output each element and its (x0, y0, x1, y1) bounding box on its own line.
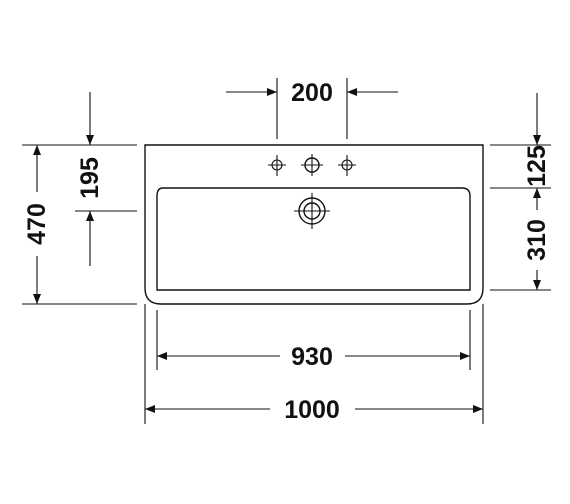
dimension-200: 200 (226, 78, 398, 139)
dimension-125-label: 125 (523, 145, 551, 187)
tap-hole-center (301, 154, 323, 176)
drain-overflow (294, 193, 330, 229)
dimension-1000: 1000 (144, 304, 484, 424)
dimension-310: 310 (490, 188, 551, 291)
dimension-125: 125 (490, 93, 551, 189)
dimension-470-label: 470 (23, 203, 51, 245)
dimension-195: 195 (75, 92, 137, 266)
dimension-470: 470 (22, 144, 137, 305)
tap-hole-right (338, 155, 356, 176)
dimension-195-label: 195 (76, 157, 104, 199)
dimension-930: 930 (156, 310, 471, 371)
tap-hole-left (268, 155, 286, 176)
dimension-1000-label: 1000 (284, 396, 340, 424)
dimension-930-label: 930 (291, 343, 333, 371)
tap-holes (268, 154, 356, 176)
dimension-200-label: 200 (291, 79, 333, 107)
basin-outline (144, 144, 484, 305)
dimension-310-label: 310 (523, 219, 551, 261)
